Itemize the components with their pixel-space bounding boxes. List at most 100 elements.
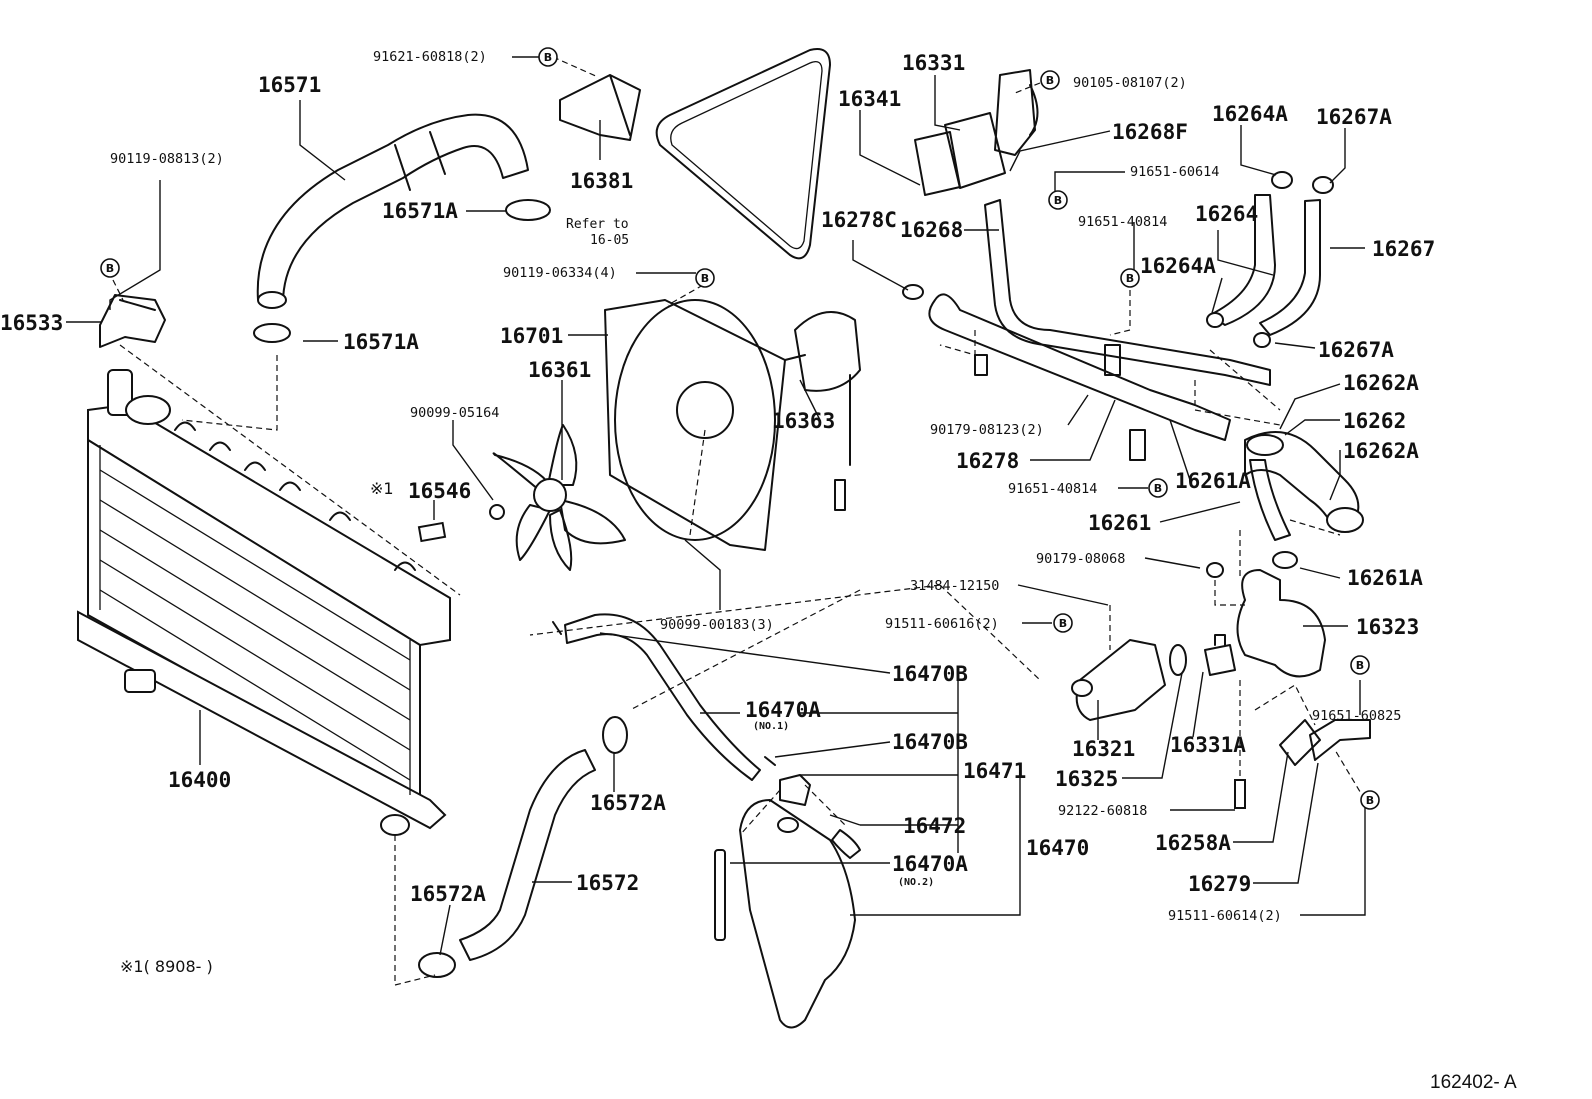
part-label: 16278	[956, 449, 1019, 473]
bolt-badge: B	[1048, 190, 1068, 210]
part-label: 16472	[903, 814, 966, 838]
hose-no1-tag: (NO.1)	[753, 721, 789, 732]
thermostat-drawing	[1169, 634, 1236, 676]
svg-text:B: B	[1126, 272, 1134, 285]
part-label: 16341	[838, 87, 901, 111]
inlet-pipe-drawing	[928, 293, 1231, 441]
fan-blade-drawing	[492, 424, 626, 571]
reserve-tank-drawing	[739, 799, 856, 1029]
part-label: 16268	[900, 218, 963, 242]
leader-lines	[66, 56, 1366, 956]
hose-16261-drawing	[1249, 459, 1291, 541]
fan-shroud-drawing	[604, 299, 786, 551]
part-label: 16264A	[1212, 102, 1288, 126]
part-label: 16262A	[1343, 439, 1419, 463]
part-label: 16262	[1343, 409, 1406, 433]
part-label: 16470	[1026, 836, 1089, 860]
v-belt-drawing	[655, 48, 831, 260]
part-label: 16470A	[892, 852, 968, 876]
part-label: 90119-08813(2)	[110, 151, 224, 167]
part-label: 91651-40814	[1078, 214, 1167, 230]
part-label: 16261A	[1347, 566, 1423, 590]
part-label: 16258A	[1155, 831, 1231, 855]
part-label: 16331	[902, 51, 965, 75]
part-label: 16571	[258, 73, 321, 97]
bolt-badge: B	[1053, 613, 1073, 633]
part-label: 16546	[408, 479, 471, 503]
radiator-drawing	[77, 369, 451, 836]
part-label: 16262A	[1343, 371, 1419, 395]
footnote: ※1( 8908- )	[120, 957, 213, 976]
part-label: 16267A	[1316, 105, 1392, 129]
part-label: 90179-08123(2)	[930, 422, 1044, 438]
part-label: 16325	[1055, 767, 1118, 791]
part-label: 91511-60614(2)	[1168, 908, 1282, 924]
part-label: 31484-12150	[910, 578, 999, 594]
bolt-badges: B B B B B B B B B B	[100, 47, 1380, 810]
reserve-hose-drawing	[564, 613, 761, 781]
tank-no2-tag: (NO.2)	[898, 877, 934, 888]
svg-text:B: B	[1054, 194, 1062, 207]
hose-16267-drawing	[1259, 199, 1321, 336]
svg-text:B: B	[106, 262, 114, 275]
part-label: 91651-60614	[1130, 164, 1219, 180]
relay-drawing	[417, 521, 447, 543]
svg-text:B: B	[1059, 617, 1067, 630]
part-label: 16267A	[1318, 338, 1394, 362]
guide-lines	[112, 56, 1366, 986]
bolt-badge: B	[538, 47, 558, 67]
part-label: 16533	[0, 311, 63, 335]
water-outlet-drawing	[944, 69, 1039, 189]
part-drawings	[77, 48, 1371, 1029]
part-label: 90179-08068	[1036, 551, 1125, 567]
part-label: 16571A	[382, 199, 458, 223]
part-label: 16471	[963, 759, 1026, 783]
water-inlet-16321-drawing	[1075, 639, 1166, 721]
part-label: 16470B	[892, 730, 968, 754]
refer-to-text: Refer to	[566, 217, 629, 232]
hose-clamp-drawing	[253, 323, 291, 343]
part-labels: 16571 91621-60818(2) 16331 90105-08107(2…	[0, 49, 1435, 924]
part-label: 92122-60818	[1058, 803, 1147, 819]
part-label: 16261	[1088, 511, 1151, 535]
part-label: 16261A	[1175, 469, 1251, 493]
part-label: 90105-08107(2)	[1073, 75, 1187, 91]
gasket-16258a-drawing	[1279, 719, 1321, 766]
bracket-16381-drawing	[559, 74, 641, 141]
part-label: 90099-00183(3)	[660, 617, 774, 633]
part-label: 16361	[528, 358, 591, 382]
part-label: 16381	[570, 169, 633, 193]
part-label: 16323	[1356, 615, 1419, 639]
bolt-badge: B	[1120, 268, 1140, 288]
bolt-badge: B	[1040, 70, 1060, 90]
part-label: 16363	[772, 409, 835, 433]
part-label: 16331A	[1170, 733, 1246, 757]
part-label: 16572A	[590, 791, 666, 815]
bolt-badge: B	[1360, 790, 1380, 810]
refer-to-page-text: 16-05	[590, 233, 629, 248]
part-label: 90119-06334(4)	[503, 265, 617, 281]
diagram-code: 162402- A	[1430, 1072, 1517, 1093]
part-label: 91621-60818(2)	[373, 49, 487, 65]
upper-hose-drawing	[256, 113, 529, 304]
part-label: 16321	[1072, 737, 1135, 761]
part-label: 16572A	[410, 882, 486, 906]
part-label: 16572	[576, 871, 639, 895]
part-label: 16278C	[821, 208, 897, 232]
part-label: 16268F	[1112, 120, 1188, 144]
part-label: 16279	[1188, 872, 1251, 896]
lower-hose-drawing	[459, 749, 596, 961]
fan-motor-drawing	[784, 311, 861, 511]
bolt-badge: B	[100, 258, 120, 278]
svg-text:B: B	[1366, 794, 1374, 807]
svg-text:B: B	[1154, 482, 1162, 495]
svg-text:B: B	[701, 272, 709, 285]
bolt-badge: B	[695, 268, 715, 288]
part-label: 16264	[1195, 202, 1258, 226]
part-label: 91651-60825	[1312, 708, 1401, 724]
part-label: 16571A	[343, 330, 419, 354]
pipe-16279-drawing	[1309, 719, 1371, 761]
bolt-badge: B	[1148, 478, 1168, 498]
inlet-housing-drawing	[1236, 569, 1326, 678]
